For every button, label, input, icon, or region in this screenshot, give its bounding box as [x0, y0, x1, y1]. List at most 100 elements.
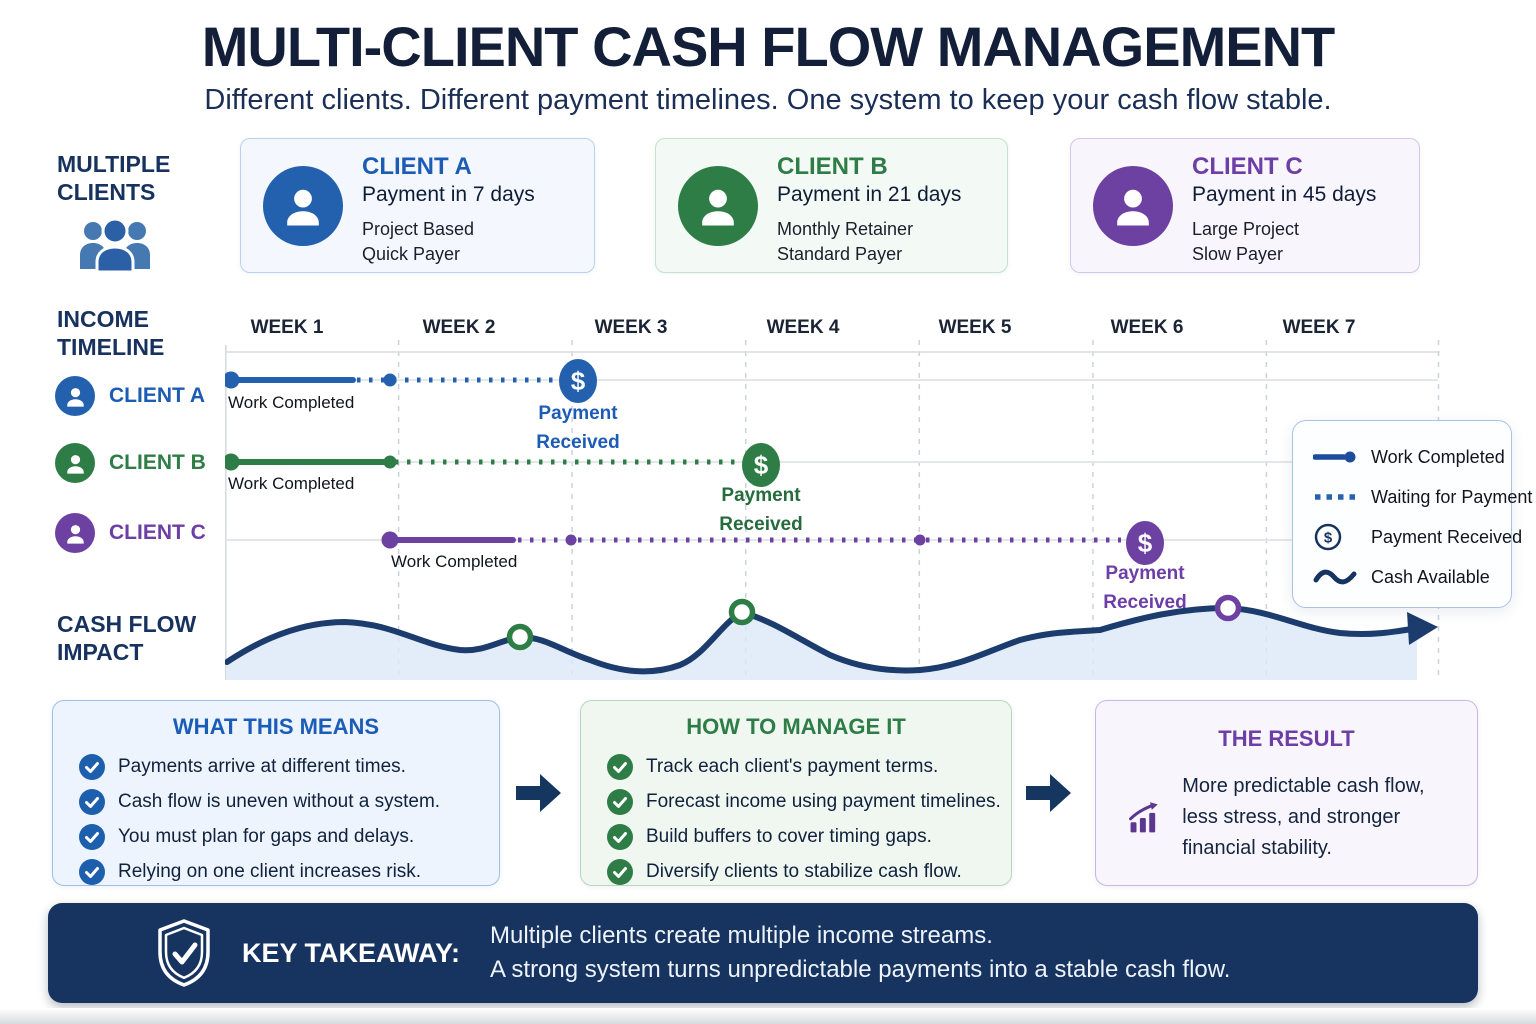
takeaway-line-1: Multiple clients create multiple income …: [490, 922, 993, 950]
client-a-work-completed-label: Work Completed: [228, 393, 355, 412]
check-circle-icon: [79, 823, 105, 850]
growth-chart-icon: [1129, 801, 1158, 832]
section-label-income-timeline: INCOME TIMELINE: [57, 306, 165, 361]
client-b-payment-terms: Payment in 21 days: [777, 183, 962, 206]
people-group-icon: [76, 216, 154, 279]
client-a-payment-received-icon: [559, 359, 597, 403]
svg-text:$: $: [571, 366, 586, 396]
key-takeaway-text: Multiple clients create multiple income …: [490, 919, 1230, 986]
client-c-name: CLIENT C: [1192, 153, 1303, 180]
client-b-payment-received-label: Payment Received: [719, 485, 803, 535]
client-c-avatar: [1093, 166, 1173, 246]
person-icon: [702, 189, 734, 226]
timeline-client-b: CLIENT B: [55, 443, 206, 483]
client-c-type: Large Project: [1192, 219, 1300, 239]
client-a-payer: Quick Payer: [362, 244, 461, 265]
week-7-label: WEEK 7: [1282, 317, 1356, 338]
client-b-payment-received-icon: [742, 443, 780, 487]
person-icon: [287, 189, 319, 226]
how-to-manage-box: HOW TO MANAGE IT Track each client's pay…: [580, 700, 1012, 886]
cash-available-curve: [225, 604, 1420, 675]
page-title: MULTI-CLIENT CASH FLOW MANAGEMENT: [201, 15, 1335, 78]
client-a-timeline-row: $: [225, 359, 597, 403]
check-circle-icon: [79, 858, 105, 885]
list-item: Diversify clients to stabilize cash flow…: [581, 854, 1011, 889]
cash-marker-client-b-2: [728, 598, 756, 626]
check-circle-icon: [79, 788, 105, 815]
client-c-timeline-row: $: [381, 521, 1164, 565]
client-a-start-dot: [225, 371, 240, 389]
timeline-client-c-label: CLIENT C: [109, 521, 206, 544]
list-item: You must plan for gaps and delays.: [53, 819, 499, 854]
client-c-mid-dot-1: [565, 534, 577, 546]
key-takeaway-banner: KEY TAKEAWAY: Multiple clients create mu…: [48, 903, 1478, 1003]
result-text: More predictable cash flow, less stress,…: [1182, 775, 1425, 859]
check-circle-icon: [607, 753, 633, 780]
week-4-label: WEEK 4: [766, 317, 840, 338]
legend-waiting-for-payment: Waiting for Payment: [1313, 477, 1532, 517]
svg-text:$: $: [1138, 528, 1153, 558]
client-c-work-completed-label: Work Completed: [391, 552, 518, 571]
page-bottom-edge: [0, 1008, 1536, 1024]
legend-cash-available: Cash Available: [1313, 557, 1503, 597]
work-completed-line-icon: [1313, 449, 1359, 465]
takeaway-line-2: A strong system turns unpredictable paym…: [490, 956, 1231, 983]
section-label-cash-flow-impact: CASH FLOW IMPACT: [57, 611, 197, 666]
client-a-avatar-small: [55, 376, 95, 416]
timeline-client-b-label: CLIENT B: [109, 451, 206, 474]
dollar-circle-icon: $: [1313, 522, 1359, 552]
timeline-client-c: CLIENT C: [55, 513, 206, 553]
client-b-type: Monthly Retainer: [777, 219, 914, 239]
list-item: Relying on one client increases risk.: [53, 854, 499, 889]
list-item: Track each client's payment terms.: [581, 749, 1011, 784]
client-b-card: CLIENT B Payment in 21 days Monthly Reta…: [655, 138, 1008, 273]
list-item: Forecast income using payment timelines.: [581, 784, 1011, 819]
client-a-type: Project Based: [362, 219, 475, 239]
client-b-mid-dot: [383, 455, 397, 469]
person-icon: [66, 454, 84, 474]
client-a-name: CLIENT A: [362, 153, 472, 180]
list-item: Payments arrive at different times.: [53, 749, 499, 784]
list-item: Build buffers to cover timing gaps.: [581, 819, 1011, 854]
week-3-label: WEEK 3: [594, 317, 668, 338]
person-icon: [66, 524, 84, 544]
flow-arrow-icon: [1026, 773, 1072, 818]
timeline-client-a-label: CLIENT A: [109, 384, 206, 407]
client-c-card: CLIENT C Payment in 45 days Large Projec…: [1070, 138, 1420, 273]
client-b-timeline-row: $: [225, 443, 780, 487]
the-result-box: THE RESULT More predictable cash flow, l…: [1095, 700, 1478, 886]
check-circle-icon: [607, 858, 633, 885]
client-b-avatar-small: [55, 443, 95, 483]
person-icon: [1117, 189, 1149, 226]
shield-check-icon: [154, 918, 214, 988]
the-result-title: THE RESULT: [1218, 726, 1355, 751]
check-circle-icon: [607, 788, 633, 815]
cash-curve-arrowhead: [1407, 612, 1438, 645]
client-a-mid-dot: [383, 373, 397, 387]
client-c-payer: Slow Payer: [1192, 244, 1284, 265]
flow-arrow-icon: [516, 773, 562, 818]
check-circle-icon: [79, 753, 105, 780]
timeline-chart: $ $ $: [225, 340, 1440, 680]
check-circle-icon: [607, 823, 633, 850]
client-c-avatar-small: [55, 513, 95, 553]
client-a-card: CLIENT A Payment in 7 days Project Based…: [240, 138, 595, 273]
waiting-dashed-line-icon: [1313, 489, 1359, 505]
client-a-payment-received-label: Payment Received: [536, 403, 620, 453]
what-this-means-title: WHAT THIS MEANS: [172, 714, 380, 739]
client-c-payment-received-label: Payment Received: [1103, 563, 1187, 613]
week-6-label: WEEK 6: [1110, 317, 1184, 338]
client-c-payment-received-icon: [1126, 521, 1164, 565]
wave-icon: [1313, 566, 1359, 588]
chart-legend: Work Completed Waiting for Payment $ Pay…: [1292, 420, 1532, 608]
client-a-payment-terms: Payment in 7 days: [362, 183, 535, 206]
svg-text:$: $: [754, 450, 769, 480]
client-b-work-completed-label: Work Completed: [228, 474, 355, 493]
section-label-multiple-clients: MULTIPLE CLIENTS: [57, 151, 171, 206]
week-1-label: WEEK 1: [250, 317, 324, 338]
person-icon: [66, 387, 84, 407]
client-b-payer: Standard Payer: [777, 244, 903, 265]
key-takeaway-label: KEY TAKEAWAY:: [242, 937, 461, 968]
legend-work-completed: Work Completed: [1313, 437, 1505, 477]
